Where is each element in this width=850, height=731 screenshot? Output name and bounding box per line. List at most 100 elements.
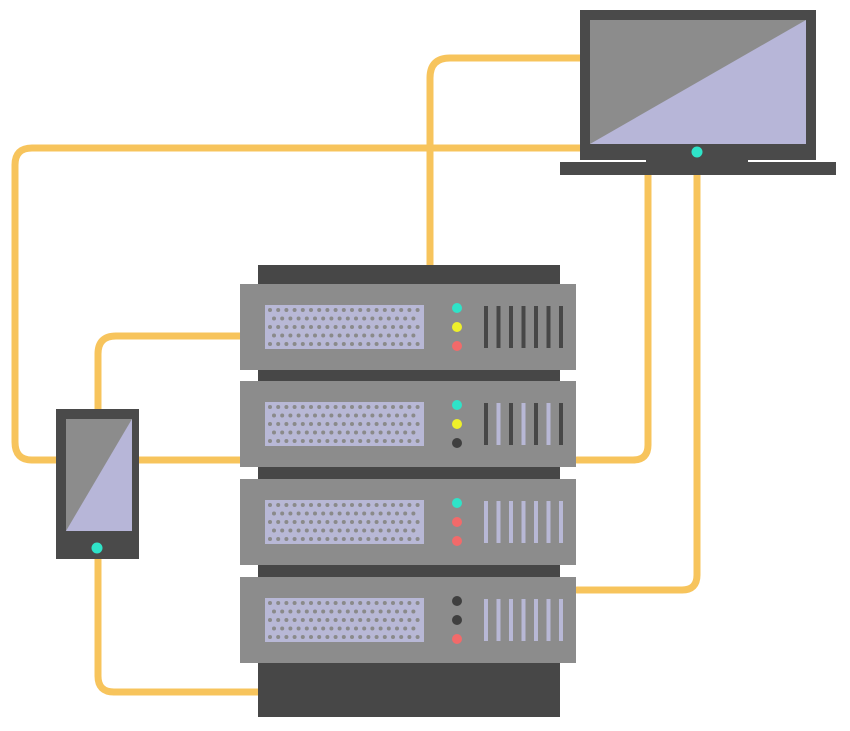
status-led (452, 634, 462, 644)
vent-dot (366, 308, 371, 312)
vent-dot (391, 601, 395, 605)
vent-dot (358, 422, 363, 426)
vent-dot (309, 422, 313, 426)
vent-dot (382, 422, 387, 426)
vent-dot (317, 503, 322, 507)
status-led (452, 322, 462, 332)
vent-dot (345, 609, 350, 614)
vent-dot (321, 413, 326, 418)
drive-bay-slot (509, 403, 513, 445)
vent-dot (296, 316, 301, 321)
vent-dot (350, 503, 354, 507)
vent-dot (354, 528, 358, 533)
vent-dot (288, 333, 293, 338)
vent-dot (415, 325, 420, 329)
vent-dot (313, 316, 317, 321)
vent-dot (391, 537, 395, 541)
vent-dot (284, 308, 289, 312)
vent-dot (399, 342, 404, 346)
vent-dot (337, 609, 342, 614)
vent-dot (292, 325, 297, 329)
vent-dot (284, 537, 289, 541)
vent-dot (370, 413, 375, 418)
vent-dot (284, 601, 289, 605)
vent-dot (407, 342, 412, 346)
vent-dot (284, 503, 289, 507)
vent-dot (321, 609, 326, 614)
vent-dot (366, 422, 371, 426)
vent-dot (272, 626, 276, 631)
vent-dot (292, 405, 297, 409)
vent-dot (292, 439, 297, 443)
vent-dot (288, 511, 293, 516)
vent-dot (350, 342, 354, 346)
drive-bay-slot (546, 403, 551, 445)
vent-dot (317, 325, 322, 329)
vent-dot (276, 308, 281, 312)
vent-dot (329, 528, 334, 533)
vent-dot (395, 333, 399, 338)
vent-dot (411, 413, 416, 418)
vent-dot (345, 333, 350, 338)
vent-dot (268, 325, 272, 329)
drive-bay-slot (496, 306, 501, 348)
vent-dot (292, 537, 297, 541)
vent-dot (366, 520, 371, 524)
drive-bay-slot (559, 403, 563, 445)
vent-dot (300, 520, 305, 524)
vent-dot (366, 601, 371, 605)
drive-bay-slot (484, 501, 488, 543)
vent-dot (268, 601, 272, 605)
vent-dot (325, 405, 330, 409)
vent-dot (407, 601, 412, 605)
vent-dot (325, 308, 330, 312)
vent-dot (268, 618, 272, 622)
vent-dot (354, 333, 358, 338)
vent-dot (395, 511, 399, 516)
vent-dot (399, 601, 404, 605)
vent-dot (309, 342, 313, 346)
cable-phone-to-rack-bottom (94, 554, 262, 696)
vent-dot (296, 333, 301, 338)
vent-dot (407, 635, 412, 639)
vent-dot (411, 528, 416, 533)
laptop-screen-light (590, 20, 806, 144)
vent-dot (292, 342, 297, 346)
vent-dot (407, 325, 412, 329)
vent-dot (276, 503, 281, 507)
vent-dot (272, 413, 276, 418)
vent-dot (370, 528, 375, 533)
vent-dot (268, 308, 272, 312)
vent-dot (333, 503, 338, 507)
status-led (452, 615, 462, 625)
vent-dot (304, 413, 309, 418)
vent-dot (391, 520, 395, 524)
vent-dot (292, 503, 297, 507)
vent-dot (296, 413, 301, 418)
vent-dot (395, 316, 399, 321)
server-unit (240, 577, 576, 663)
status-led (452, 303, 462, 313)
vent-dot (333, 308, 338, 312)
status-led (452, 341, 462, 351)
vent-dot (382, 308, 387, 312)
vent-dot (378, 316, 383, 321)
vent-dot (399, 405, 404, 409)
vent-dot (407, 308, 412, 312)
vent-dot (382, 503, 387, 507)
vent-dot (304, 626, 309, 631)
drive-bay-slot (496, 599, 501, 641)
vent-dot (309, 618, 313, 622)
vent-dot (378, 528, 383, 533)
vent-dot (284, 635, 289, 639)
drive-bay-slot (484, 306, 488, 348)
vent-dot (366, 405, 371, 409)
vent-dot (370, 316, 375, 321)
vent-dot (333, 439, 338, 443)
drive-bay-slot (559, 599, 563, 641)
vent-dot (292, 308, 297, 312)
vent-dot (358, 520, 363, 524)
drive-bay-slot (509, 306, 513, 348)
vent-dot (292, 635, 297, 639)
vent-dot (354, 511, 358, 516)
